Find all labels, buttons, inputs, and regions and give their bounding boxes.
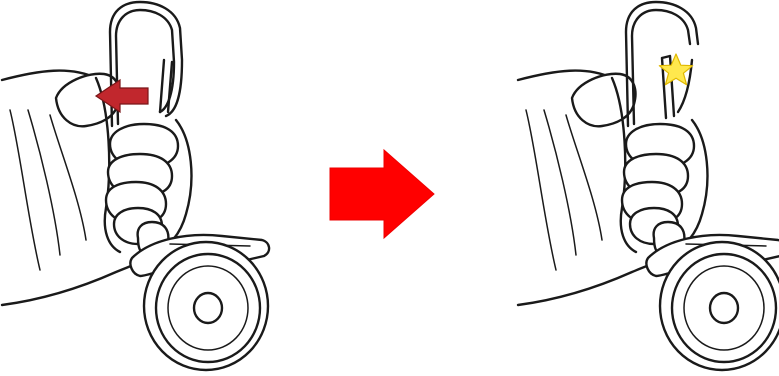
carabiner: [108, 0, 184, 128]
panel-after: [516, 0, 779, 372]
hand-with-wheel: [516, 69, 779, 372]
arrow-right-icon: [329, 148, 435, 240]
hand-with-wheel: [0, 69, 271, 372]
carabiner: [624, 0, 700, 128]
carabiner-gate: [158, 58, 174, 114]
star-icon: [658, 53, 694, 86]
panel-before: [0, 0, 271, 372]
arrow-left-icon: [94, 78, 149, 114]
